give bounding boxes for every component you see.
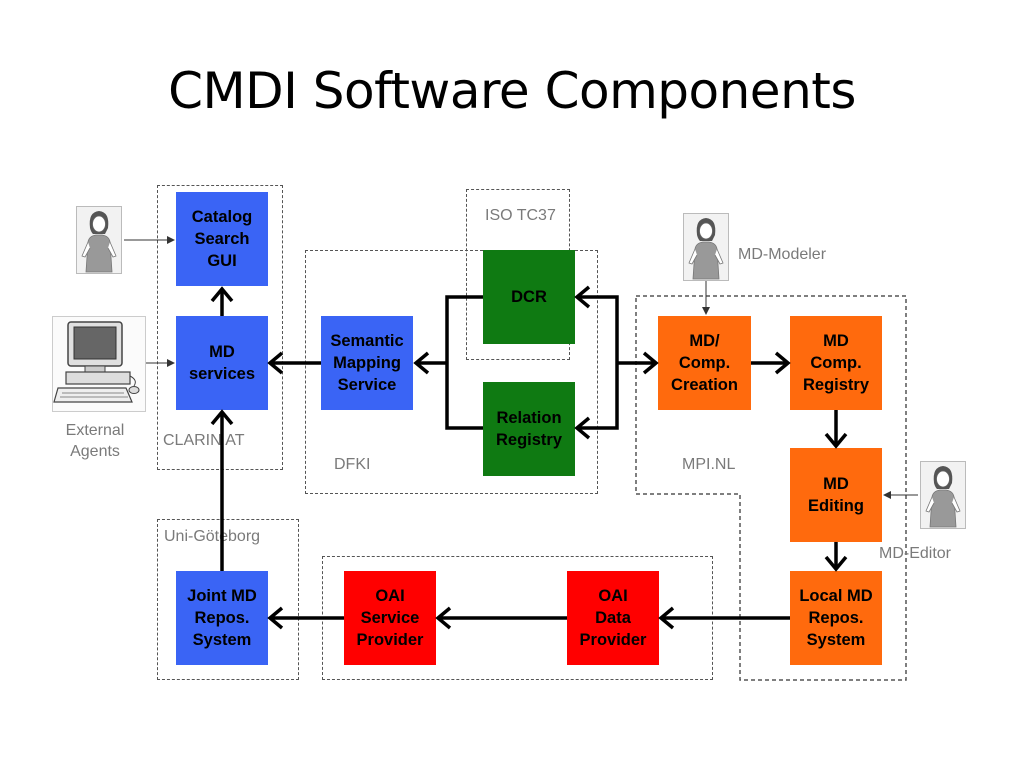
md-comp-registry-box[interactable]: MD Comp. Registry bbox=[790, 316, 882, 410]
md-modeler-label: MD-Modeler bbox=[738, 246, 827, 263]
oai-service-provider-box[interactable]: OAI Service Provider bbox=[344, 571, 436, 665]
joint-md-repos-system-box[interactable]: Joint MD Repos. System bbox=[176, 571, 268, 665]
semantic-mapping-service-box[interactable]: Semantic Mapping Service bbox=[321, 316, 413, 410]
local-md-repos-system-box[interactable]: Local MD Repos. System bbox=[790, 571, 882, 665]
external-agents-label: External Agents bbox=[65, 422, 125, 460]
computer-icon bbox=[52, 316, 146, 412]
region-label-dfki: DFKI bbox=[334, 456, 371, 473]
md-editing-box[interactable]: MD Editing bbox=[790, 448, 882, 542]
catalog-search-gui-box[interactable]: Catalog Search GUI bbox=[176, 192, 268, 286]
person-icon bbox=[76, 206, 122, 274]
md-comp-creation-box[interactable]: MD/ Comp. Creation bbox=[658, 316, 751, 410]
relation-registry-box[interactable]: Relation Registry bbox=[483, 382, 575, 476]
person-icon bbox=[683, 213, 729, 281]
dcr-box[interactable]: DCR bbox=[483, 250, 575, 344]
md-services-box[interactable]: MD services bbox=[176, 316, 268, 410]
region-dfki bbox=[305, 250, 598, 494]
md-editor-label: MD-Editor bbox=[879, 545, 952, 562]
region-label-clarin-at: CLARIN AT bbox=[163, 432, 245, 449]
region-label-uni-goteborg: Uni-Göteborg bbox=[164, 528, 261, 545]
region-label-iso-tc37: ISO TC37 bbox=[485, 207, 556, 224]
oai-data-provider-box[interactable]: OAI Data Provider bbox=[567, 571, 659, 665]
person-icon bbox=[920, 461, 966, 529]
region-uni-goteborg bbox=[157, 519, 299, 680]
region-label-mpi-nl: MPI.NL bbox=[682, 456, 736, 473]
page-title: CMDI Software Components bbox=[168, 62, 856, 120]
region-clarin-at bbox=[157, 185, 283, 470]
